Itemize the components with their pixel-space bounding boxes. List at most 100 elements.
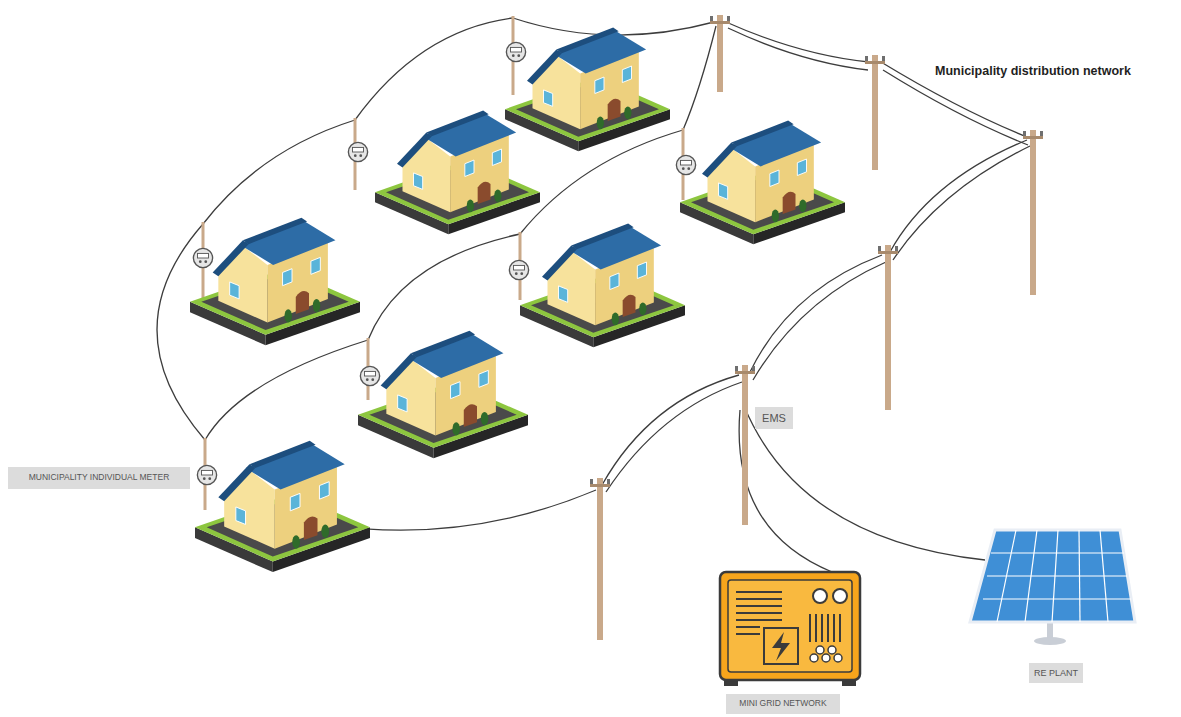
wire <box>753 262 886 380</box>
panel-grid <box>983 530 1131 622</box>
grid-line <box>1052 530 1058 622</box>
house <box>505 28 670 152</box>
solar-panel <box>970 530 1135 645</box>
insulator <box>607 479 610 484</box>
crossbar <box>590 484 610 487</box>
insulators <box>590 16 1043 484</box>
grille-line <box>736 626 760 628</box>
label-box: MINI GRID NETWORK <box>726 694 840 714</box>
houses <box>190 28 845 573</box>
meter <box>193 248 212 267</box>
grid-line <box>1079 530 1080 622</box>
meter <box>676 155 695 174</box>
crossbar <box>710 21 730 24</box>
outlet <box>816 646 824 654</box>
grille-line <box>827 614 829 642</box>
wire <box>205 340 368 440</box>
pole <box>717 15 723 92</box>
gauge <box>813 589 827 603</box>
pole <box>872 55 878 170</box>
label-text: MINI GRID NETWORK <box>739 699 826 709</box>
warning-box <box>764 628 798 664</box>
crossbar <box>735 371 755 374</box>
grille-line <box>736 598 782 600</box>
insulator <box>735 366 738 371</box>
grille-line <box>815 614 817 642</box>
label-text: MUNICIPALITY INDIVIDUAL METER <box>29 473 170 483</box>
gauge <box>833 589 847 603</box>
grid-line <box>1100 530 1108 622</box>
label-text: RE PLANT <box>1034 668 1078 678</box>
generator-panel <box>728 580 852 672</box>
insulator <box>878 246 881 251</box>
grid-line <box>997 530 1016 622</box>
insulator <box>590 479 593 484</box>
grid-line <box>1025 530 1037 622</box>
wire <box>739 410 832 572</box>
meters <box>193 42 695 484</box>
meter <box>360 366 379 385</box>
label-box: RE PLANT <box>1029 663 1083 683</box>
generator <box>720 572 860 686</box>
grille-line <box>736 619 782 621</box>
house <box>190 218 360 346</box>
service-wires <box>157 18 716 530</box>
insulator <box>752 366 755 371</box>
grille-line <box>821 614 823 642</box>
wire <box>368 234 520 340</box>
house <box>680 121 845 245</box>
wire <box>683 26 716 130</box>
insulator <box>710 16 713 21</box>
insulator <box>727 16 730 21</box>
insulator <box>882 56 885 61</box>
grille-line <box>839 614 841 642</box>
wire <box>355 18 513 120</box>
grille-line <box>833 614 835 642</box>
wire <box>203 120 355 224</box>
crossbar <box>1023 136 1043 139</box>
wire <box>520 130 683 234</box>
label-box: MUNICIPALITY INDIVIDUAL METER <box>8 467 190 489</box>
insulator <box>1023 131 1026 136</box>
panel-base <box>1034 637 1066 645</box>
grille-line <box>736 605 782 607</box>
outlet <box>810 654 818 662</box>
grid-line <box>987 575 1127 576</box>
crossbar <box>878 251 898 254</box>
grille-line <box>736 612 782 614</box>
label-box: EMS <box>755 407 793 429</box>
insulator <box>1040 131 1043 136</box>
outlet <box>828 646 836 654</box>
crossbar <box>865 61 885 64</box>
network-label: Municipality distribution network <box>935 64 1175 78</box>
panel-surface <box>970 530 1135 622</box>
wire <box>890 140 1027 252</box>
wire <box>893 146 1030 260</box>
grid-line <box>983 598 1131 599</box>
outlet <box>822 654 830 662</box>
wire <box>883 70 1028 145</box>
meter <box>197 465 216 484</box>
pole <box>597 478 603 640</box>
pole <box>1030 130 1036 295</box>
house <box>375 111 540 235</box>
meter <box>509 260 528 279</box>
grille-line <box>736 633 760 635</box>
wire <box>728 28 868 70</box>
generator-body <box>720 572 860 680</box>
lightning-symbol <box>772 632 790 661</box>
pole <box>742 365 748 525</box>
grille-line <box>809 614 811 642</box>
house <box>195 441 370 572</box>
wire <box>744 406 985 560</box>
insulator <box>865 56 868 61</box>
outlet <box>834 654 842 662</box>
insulator <box>895 246 898 251</box>
grille-line <box>736 591 782 593</box>
wire <box>606 382 742 492</box>
label-text: EMS <box>762 412 786 425</box>
